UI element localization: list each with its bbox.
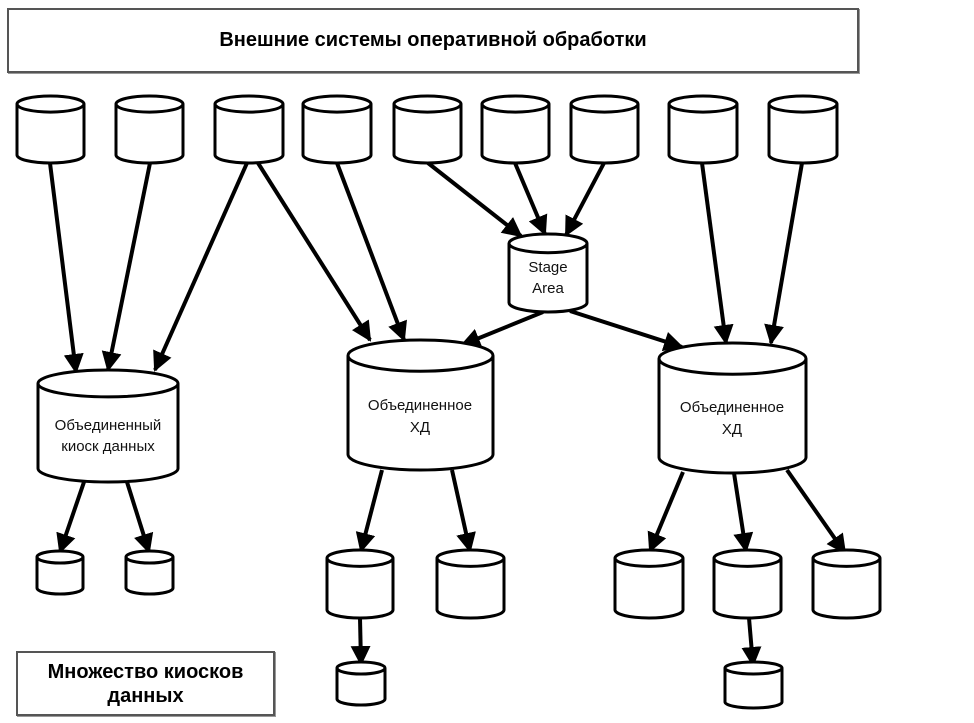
edge-src9-dwr [764, 162, 804, 345]
edge-m7-m9 [741, 617, 762, 667]
edge-mart-m1 [56, 481, 86, 554]
edge-dwr-m7 [732, 472, 754, 553]
mart-db-9 [723, 660, 784, 710]
dw-right-label-1: Объединенное [680, 399, 784, 416]
integrated-mart-db [36, 368, 180, 484]
mart-db-8 [811, 548, 882, 620]
mart-db-7 [712, 548, 783, 620]
edge-src2-mart [101, 162, 152, 372]
stage-area-label-2: Area [532, 280, 564, 297]
edge-stage-dwr [569, 309, 684, 352]
edge-src4-dwm [335, 162, 407, 342]
dw-right-label-2: ХД [722, 421, 742, 438]
source-db-3 [213, 94, 285, 165]
edge-src6-stage [513, 162, 548, 236]
mart-db-5 [335, 660, 387, 707]
mart-db-1 [35, 549, 85, 596]
dw-middle-label-2: ХД [410, 419, 430, 436]
dw-right-db [657, 341, 808, 475]
mart-db-3 [325, 548, 395, 620]
stage-area-db [507, 232, 589, 314]
source-db-9 [767, 94, 839, 165]
source-db-7 [569, 94, 640, 165]
edge-src3-dwm [256, 161, 372, 342]
source-db-8 [667, 94, 739, 165]
stage-area-label-1: Stage [528, 259, 567, 276]
edge-m3-m5 [350, 617, 371, 666]
source-db-6 [480, 94, 551, 165]
edge-src8-dwr [700, 162, 734, 345]
mart-db-4 [435, 548, 506, 620]
edge-mart-m2 [125, 481, 154, 554]
source-db-5 [392, 94, 463, 165]
operational-systems-header: Внешние системы оперативной обработки [7, 8, 859, 73]
edge-stage-dwm [460, 310, 544, 348]
legend-line-1: Множество киосков [47, 660, 244, 683]
source-db-4 [301, 94, 373, 165]
dw-middle-db [346, 338, 495, 472]
edge-src7-stage [564, 162, 606, 237]
mart-db-2 [124, 549, 175, 596]
data-marts-legend: Множество киосков данных [16, 651, 275, 716]
integrated-mart-label-1: Объединенный [55, 417, 162, 434]
source-db-1 [15, 94, 86, 165]
mart-db-6 [613, 548, 685, 620]
edge-src3-mart [153, 162, 249, 372]
edge-src1-mart [48, 162, 84, 374]
edge-dwm-m4 [450, 469, 476, 553]
integrated-mart-label-2: киоск данных [61, 438, 155, 455]
header-title: Внешние системы оперативной обработки [219, 29, 647, 51]
source-db-2 [114, 94, 185, 165]
dw-middle-label-1: Объединенное [368, 397, 472, 414]
edge-dwr-m6 [647, 471, 685, 553]
edge-dwm-m3 [355, 469, 384, 553]
edge-dwr-m8 [785, 468, 847, 555]
edge-src5-stage [426, 161, 523, 238]
legend-line-2: данных [107, 684, 184, 707]
